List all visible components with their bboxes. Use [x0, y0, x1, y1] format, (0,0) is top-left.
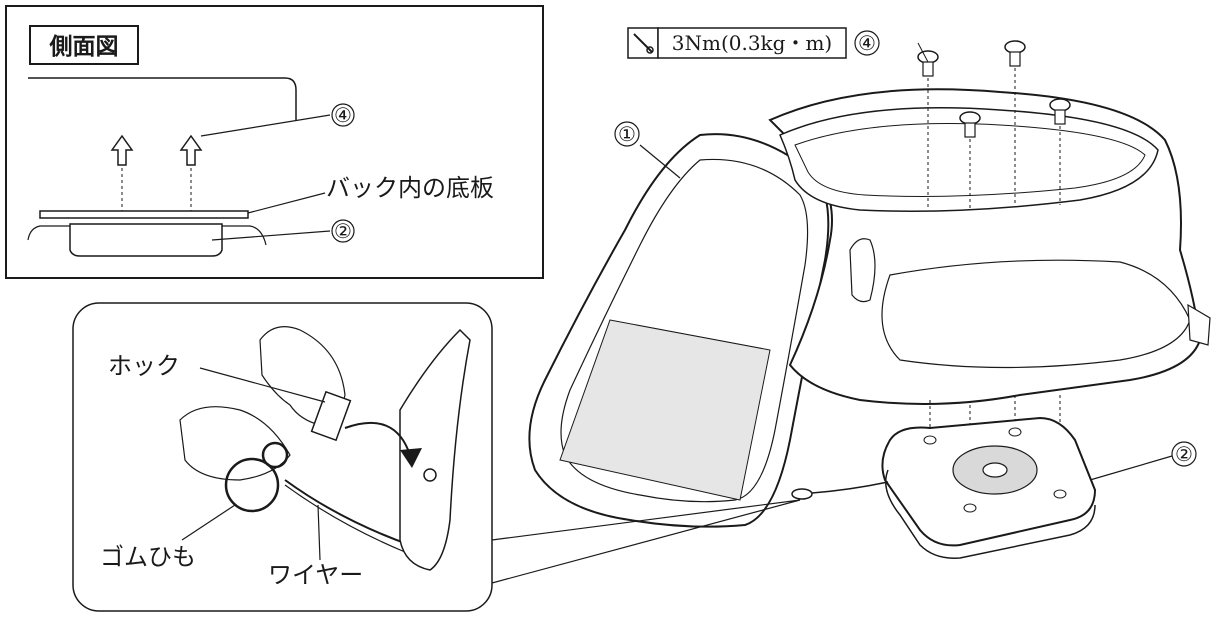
bolt-right: [179, 134, 203, 213]
rubber-cord-loop: [261, 441, 289, 469]
side-view-title-box: [29, 25, 139, 65]
bag-opening-rim: [779, 107, 1159, 212]
hook-shape: [310, 390, 352, 442]
bolt-3: [959, 111, 981, 210]
leader-rubber-cord: [181, 504, 236, 541]
torque-spec: 3Nm(0.3kg・m) ④: [627, 27, 880, 59]
main-callout-2-circle: [1171, 441, 1197, 467]
lid-window: [559, 319, 771, 501]
label-wire: ワイヤー: [268, 561, 363, 589]
leader-wire: [317, 504, 321, 561]
bolt-2: [1004, 40, 1026, 205]
base-plate-main: ②: [791, 395, 1197, 559]
main-callout-1: ①: [618, 122, 636, 146]
detail-wire: [284, 479, 411, 546]
bag-opening-inner: [794, 123, 1146, 197]
main-callout-4-circle: [854, 30, 880, 56]
bolt-left: [110, 134, 134, 213]
wire-main: [811, 481, 889, 494]
torque-value: 3Nm(0.3kg・m): [672, 31, 833, 55]
base-plate-edge: [885, 469, 1096, 559]
label-bottom-plate: バック内の底板: [326, 174, 494, 202]
callout-4-circle: [331, 103, 355, 127]
tank-bag: ①: [528, 88, 1211, 528]
bracket-hole: [423, 468, 437, 482]
leader-torque-4: [917, 42, 929, 63]
direction-arrow-head: [400, 448, 422, 468]
side-callout-4: ④: [334, 103, 352, 127]
main-callout-1-circle: [614, 121, 640, 147]
main-callout-4: ④: [858, 31, 876, 55]
detail-inset: ホック ゴムひも ワイヤー: [72, 302, 801, 612]
main-callout-2: ②: [1175, 442, 1193, 466]
frame-bracket: [399, 328, 471, 571]
base-plate: [69, 223, 223, 257]
bag-bottom-curve: [27, 225, 267, 246]
leader-2: [211, 230, 331, 241]
side-view-inset: 側面図 ④ バック内の底板 ②: [5, 5, 544, 279]
bag-outline: [28, 77, 297, 120]
leader-4: [200, 114, 331, 137]
bolt-4: [1049, 98, 1071, 205]
torque-wrench-icon: [633, 33, 654, 54]
bag-buckle: [1187, 303, 1211, 346]
direction-arrow: [344, 421, 411, 456]
main-bolts: [917, 40, 1071, 210]
wire-loop: [791, 488, 813, 500]
label-hook: ホック: [108, 352, 180, 380]
leader-hook: [199, 367, 326, 403]
bolt-1: [917, 50, 939, 210]
inner-bottom-plate: [39, 210, 249, 219]
leader-main-2: [1089, 455, 1173, 481]
side-callout-2: ②: [334, 219, 352, 243]
detail-zoom-lines: [491, 499, 801, 584]
rubber-cord-ring: [224, 457, 280, 513]
bag-lid-inner: [560, 158, 809, 503]
torque-value-box: [657, 27, 847, 59]
bag-handle: [849, 238, 876, 303]
side-view-title: 側面図: [49, 34, 119, 60]
leader-1: [639, 144, 681, 179]
label-rubber-cord: ゴムひも: [100, 543, 196, 571]
callout-2-circle: [331, 219, 355, 243]
bag-side-panel: [881, 259, 1191, 369]
leader-bottom-plate: [247, 192, 326, 214]
